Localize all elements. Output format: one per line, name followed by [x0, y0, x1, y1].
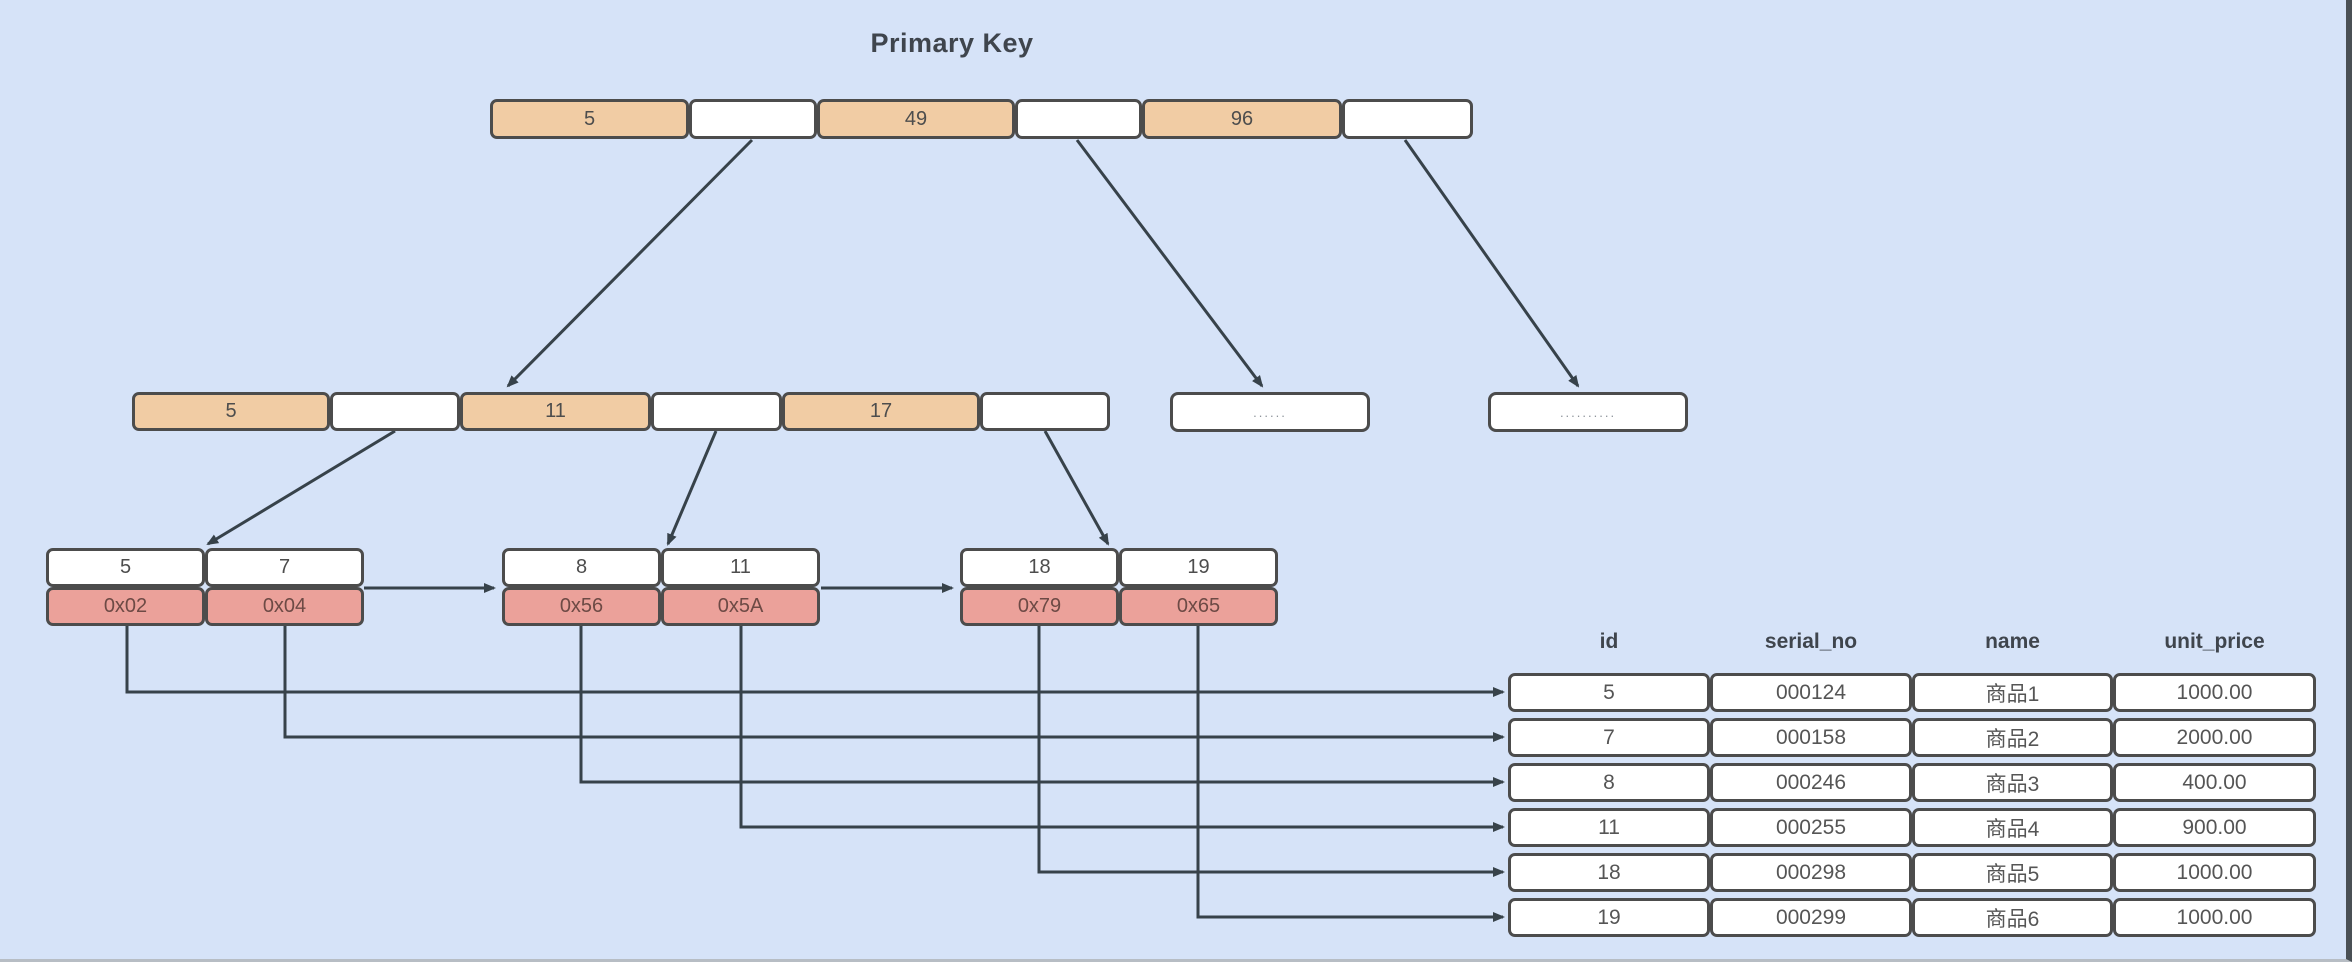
cell-serial-no: 000298 — [1710, 853, 1912, 892]
table-row: 5 000124 商品1 1000.00 — [1508, 673, 2316, 712]
cell-name: 商品2 — [1912, 718, 2113, 757]
column-header-unit-price: unit_price — [2164, 630, 2265, 653]
overflow-node-1: ...... — [1170, 392, 1370, 432]
arrow-root-to-overflow-2 — [1403, 139, 1580, 388]
leaf-node-1: 5 7 0x02 0x04 — [46, 548, 364, 626]
leaf-pointer-cell: 0x79 — [960, 587, 1119, 626]
root-key-cell: 96 — [1142, 99, 1342, 139]
cell-name: 商品4 — [1912, 808, 2113, 847]
cell-serial-no: 000299 — [1710, 898, 1912, 937]
leaf-node-2: 8 11 0x56 0x5A — [502, 548, 820, 626]
cell-id: 7 — [1508, 718, 1710, 757]
column-header-name: name — [1985, 630, 2040, 653]
cell-unit-price: 900.00 — [2113, 808, 2316, 847]
table-header-row: id serial_no name unit_price — [1508, 630, 2316, 654]
arrow-0x02-to-row-5 — [125, 626, 1505, 697]
cell-serial-no: 000124 — [1710, 673, 1912, 712]
table-row: 8 000246 商品3 400.00 — [1508, 763, 2316, 802]
root-key-cell: 5 — [490, 99, 689, 139]
cell-id: 8 — [1508, 763, 1710, 802]
cell-unit-price: 400.00 — [2113, 763, 2316, 802]
cell-unit-price: 1000.00 — [2113, 898, 2316, 937]
leaf-key-cell: 18 — [960, 548, 1119, 587]
leaf-pointer-cell: 0x04 — [205, 587, 364, 626]
leaf-pointer-cell: 0x56 — [502, 587, 661, 626]
internal-pointer-cell — [651, 392, 782, 431]
arrow-root-to-overflow-1 — [1075, 139, 1264, 388]
cell-serial-no: 000246 — [1710, 763, 1912, 802]
arrow-0x5A-to-row-11 — [739, 626, 1505, 832]
internal-key-cell: 11 — [460, 392, 651, 431]
leaf-key-cell: 19 — [1119, 548, 1278, 587]
leaf-pointer-cell: 0x5A — [661, 587, 820, 626]
root-pointer-cell — [1342, 99, 1473, 139]
cell-name: 商品5 — [1912, 853, 2113, 892]
cell-name: 商品6 — [1912, 898, 2113, 937]
arrow-internal-to-leaf-3 — [1043, 430, 1110, 546]
cell-name: 商品3 — [1912, 763, 2113, 802]
arrow-internal-to-leaf-2 — [666, 430, 718, 546]
internal-pointer-cell — [330, 392, 460, 431]
cell-id: 18 — [1508, 853, 1710, 892]
root-pointer-cell — [1015, 99, 1142, 139]
leaf-pointer-cell: 0x02 — [46, 587, 205, 626]
leaf-pointer-cell: 0x65 — [1119, 587, 1278, 626]
overflow-node-2: .......... — [1488, 392, 1688, 432]
leaf-key-cell: 11 — [661, 548, 820, 587]
cell-id: 11 — [1508, 808, 1710, 847]
leaf-key-cell: 8 — [502, 548, 661, 587]
arrow-0x04-to-row-7 — [283, 626, 1505, 742]
arrow-internal-to-leaf-1 — [206, 429, 396, 546]
arrow-0x65-to-row-19 — [1196, 626, 1505, 922]
table-row: 19 000299 商品6 1000.00 — [1508, 898, 2316, 937]
cell-name: 商品1 — [1912, 673, 2113, 712]
internal-pointer-cell — [980, 392, 1110, 431]
root-key-cell: 49 — [817, 99, 1015, 139]
root-node: 5 49 96 — [490, 99, 1473, 139]
internal-key-cell: 5 — [132, 392, 330, 431]
cell-unit-price: 1000.00 — [2113, 853, 2316, 892]
table-row: 7 000158 商品2 2000.00 — [1508, 718, 2316, 757]
cell-serial-no: 000255 — [1710, 808, 1912, 847]
cell-serial-no: 000158 — [1710, 718, 1912, 757]
internal-node: 5 11 17 — [132, 392, 1110, 431]
leaf-node-3: 18 19 0x79 0x65 — [960, 548, 1278, 626]
arrow-0x56-to-row-8 — [579, 626, 1505, 787]
cell-unit-price: 1000.00 — [2113, 673, 2316, 712]
cell-unit-price: 2000.00 — [2113, 718, 2316, 757]
arrow-0x79-to-row-18 — [1037, 626, 1505, 877]
leaf-key-cell: 7 — [205, 548, 364, 587]
diagram-title: Primary Key — [870, 28, 1034, 58]
cell-id: 19 — [1508, 898, 1710, 937]
table-row: 18 000298 商品5 1000.00 — [1508, 853, 2316, 892]
column-header-id: id — [1599, 630, 1619, 653]
arrow-root-to-internal — [506, 138, 754, 388]
leaf-key-cell: 5 — [46, 548, 205, 587]
cell-id: 5 — [1508, 673, 1710, 712]
column-header-serial-no: serial_no — [1764, 630, 1858, 653]
root-pointer-cell — [689, 99, 817, 139]
table-row: 11 000255 商品4 900.00 — [1508, 808, 2316, 847]
internal-key-cell: 17 — [782, 392, 980, 431]
